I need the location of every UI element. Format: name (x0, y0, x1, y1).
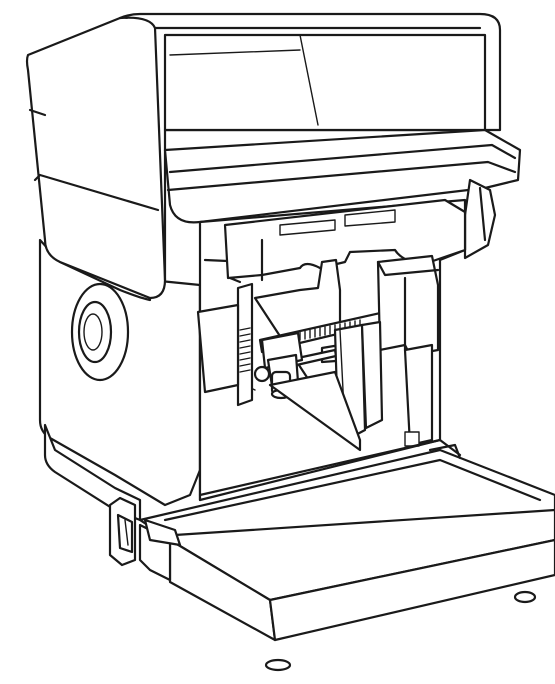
left-hinge (108, 496, 182, 582)
base-plate (43, 423, 142, 522)
machine-feet (264, 590, 537, 672)
side-rotary-knob[interactable] (70, 282, 130, 382)
left-rack (196, 282, 254, 407)
front-door-tray[interactable] (138, 443, 555, 642)
top-hood (25, 12, 502, 300)
work-table (198, 370, 462, 497)
engraving-head[interactable] (244, 329, 304, 400)
right-support-column (376, 254, 440, 447)
front-cover-lip (163, 128, 522, 260)
